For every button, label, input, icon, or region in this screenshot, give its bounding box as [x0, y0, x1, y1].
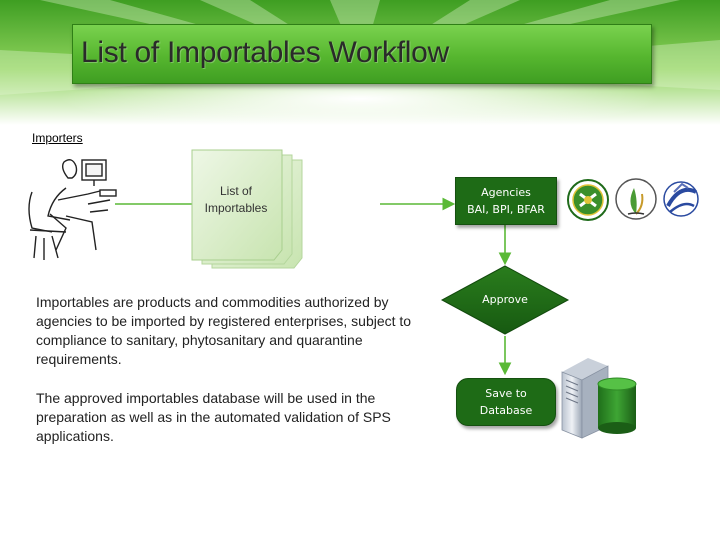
importables-definition: Importables are products and commodities…	[36, 293, 434, 369]
database-server-icon	[561, 358, 637, 439]
importables-term: Importables	[36, 294, 110, 310]
bpi-logo-icon	[615, 178, 657, 220]
agencies-line2: BAI, BPI, BFAR	[467, 203, 545, 216]
person-at-computer-icon	[28, 159, 117, 260]
page-title: List of Importables Workflow	[81, 36, 449, 69]
document-stack-icon	[191, 149, 303, 269]
save-line1: Save to	[485, 387, 527, 400]
approve-decision-diamond	[440, 265, 570, 335]
importables-document-label: List of Importables	[188, 183, 284, 217]
doc-label-line1: List of	[219, 184, 252, 198]
importers-label: Importers	[32, 131, 83, 145]
importables-definition-text: are products and commodities authorized …	[36, 294, 412, 367]
doc-label-line2: Importables	[204, 201, 268, 215]
agencies-box: Agencies BAI, BPI, BFAR	[455, 177, 557, 225]
bai-logo-icon	[567, 179, 609, 221]
database-usage-text: The approved importables database will b…	[36, 390, 391, 444]
save-line2: Database	[479, 404, 533, 417]
agencies-line1: Agencies	[481, 186, 531, 199]
bfar-logo-icon	[663, 181, 699, 217]
title-banner: List of Importables Workflow	[72, 24, 652, 84]
approve-label: Approve	[482, 293, 528, 306]
save-to-database-box: Save to Database	[456, 378, 556, 426]
